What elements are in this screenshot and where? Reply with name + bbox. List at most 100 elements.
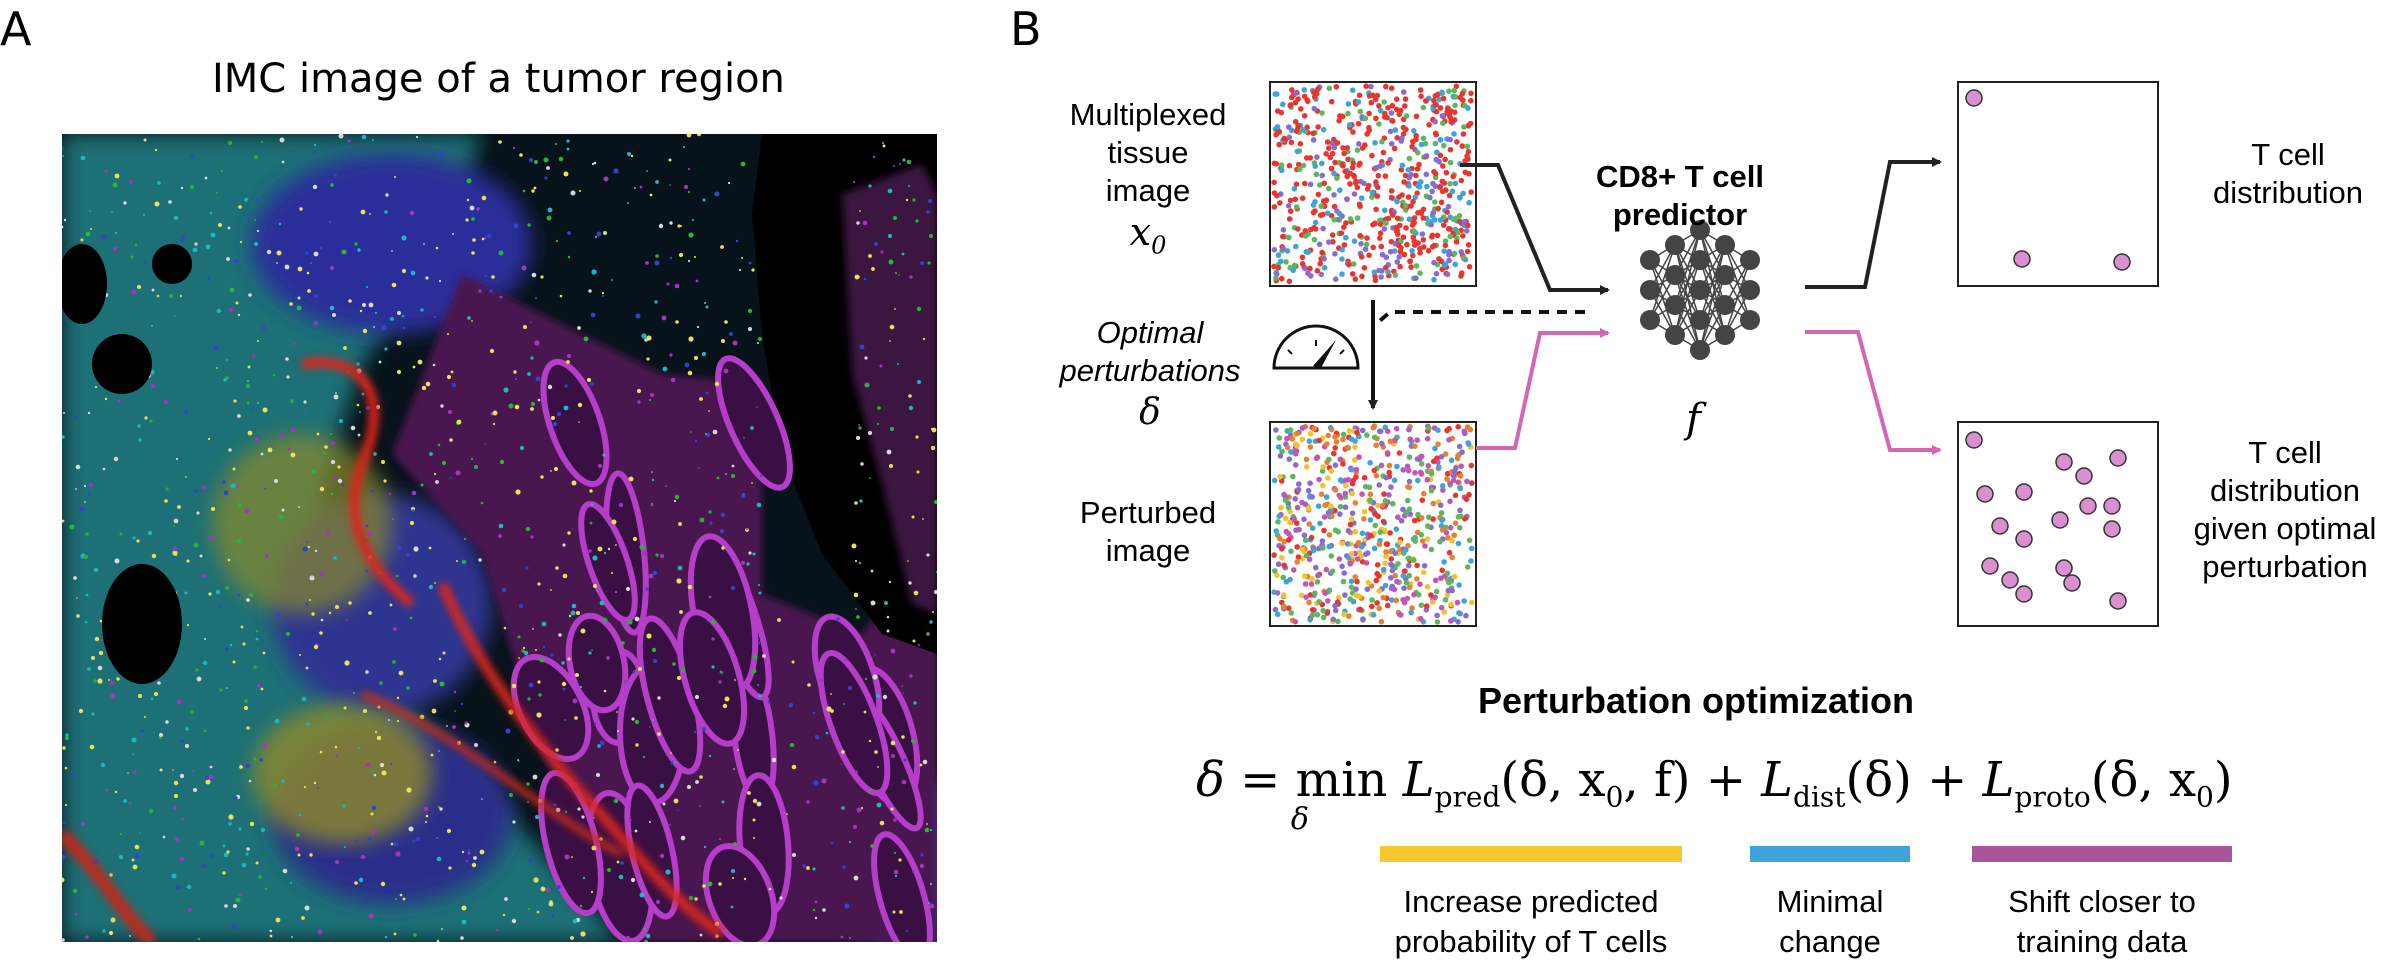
imc-speck (411, 509, 415, 513)
imc-speck (859, 499, 863, 503)
imc-speck (710, 619, 716, 625)
imc-speck (85, 593, 89, 597)
imc-speck (561, 681, 567, 687)
imc-speck (926, 823, 928, 825)
imc-speck (157, 181, 161, 185)
imc-speck (886, 629, 890, 633)
imc-speck (472, 238, 476, 242)
imc-speck (248, 779, 252, 783)
cell-dot (1459, 449, 1465, 455)
imc-speck (368, 302, 374, 308)
cell-dot (1394, 463, 1400, 470)
imc-speck (893, 216, 897, 220)
imc-speck (743, 877, 747, 881)
cell-dot (1333, 84, 1340, 90)
cell-dot (1363, 560, 1370, 566)
cell-dot (1322, 590, 1328, 596)
imc-speck (919, 763, 923, 767)
imc-speck (572, 918, 578, 924)
imc-speck (446, 725, 448, 727)
imc-speck (492, 410, 498, 416)
cell-dot (1332, 507, 1338, 514)
cell-dot (1446, 248, 1452, 255)
imc-speck (100, 762, 106, 768)
imc-speck (687, 584, 693, 590)
tcell-dot (2015, 585, 2033, 603)
imc-speck (303, 785, 307, 789)
imc-speck (129, 935, 131, 937)
imc-speck (547, 384, 553, 390)
imc-speck (333, 556, 337, 560)
cell-dot (1316, 241, 1323, 248)
cell-dot (1284, 435, 1290, 442)
imc-speck (872, 674, 878, 680)
imc-speck (193, 542, 199, 548)
cell-dot (1447, 159, 1454, 166)
predictor-to-output-arrow (1805, 157, 1942, 289)
imc-speck (179, 294, 183, 298)
cell-dot (1468, 97, 1474, 104)
cell-dot (1294, 443, 1300, 449)
imc-speck (523, 650, 529, 656)
imc-speck (114, 173, 120, 179)
perturbed-label-line1: Perturbed (1079, 495, 1217, 530)
cell-dot (1372, 277, 1379, 284)
imc-speck (536, 712, 542, 718)
imc-speck (677, 565, 683, 571)
imc-speck (64, 803, 68, 807)
cell-dot (1329, 140, 1335, 147)
imc-speck (150, 383, 156, 389)
imc-speck (559, 294, 563, 298)
cell-dot (1318, 491, 1325, 498)
imc-speck (123, 201, 127, 205)
cell-dot (1401, 89, 1407, 95)
imc-speck (637, 400, 641, 404)
imc-speck (391, 282, 397, 288)
imc-speck (572, 698, 578, 704)
cell-dot (1424, 183, 1430, 190)
imc-speck (571, 856, 573, 858)
cell-dot (1438, 523, 1445, 529)
cell-dot (1369, 597, 1375, 603)
imc-speck (460, 936, 464, 940)
imc-speck (390, 842, 394, 846)
imc-speck (859, 210, 861, 212)
cell-dot (1464, 248, 1471, 255)
imc-speck (563, 405, 569, 411)
cell-dot (1441, 559, 1447, 565)
imc-speck (645, 261, 649, 265)
imc-speck (657, 732, 661, 736)
cell-dot (1329, 513, 1335, 520)
imc-speck (274, 479, 278, 483)
imc-speck (358, 877, 364, 883)
imc-speck (381, 770, 387, 776)
imc-speck (659, 783, 665, 789)
cell-dot (1389, 102, 1396, 109)
cell-dot (1293, 128, 1300, 134)
cell-dot (1332, 251, 1338, 257)
cell-dot (1382, 264, 1389, 271)
imc-speck (874, 242, 878, 246)
imc-speck (535, 815, 539, 819)
imc-speck (877, 406, 881, 410)
imc-speck (319, 631, 323, 635)
cell-dot (1442, 238, 1449, 244)
imc-speck (884, 601, 888, 605)
imc-speck (483, 236, 487, 240)
cell-dot (1286, 134, 1292, 141)
imc-speck (319, 486, 325, 492)
imc-speck (179, 773, 185, 779)
imc-speck (190, 155, 194, 159)
cell-dot (1332, 603, 1338, 609)
imc-speck (428, 546, 432, 550)
imc-speck (267, 447, 273, 453)
cell-dot (1340, 578, 1347, 585)
loss-proto-line1: Shift closer to (2008, 884, 2196, 919)
imc-speck (907, 560, 909, 562)
imc-speck (173, 525, 175, 527)
imc-speck (724, 320, 728, 324)
imc-speck (229, 287, 235, 293)
imc-speck (572, 528, 574, 530)
imc-speck (611, 519, 617, 525)
imc-speck (525, 566, 529, 570)
